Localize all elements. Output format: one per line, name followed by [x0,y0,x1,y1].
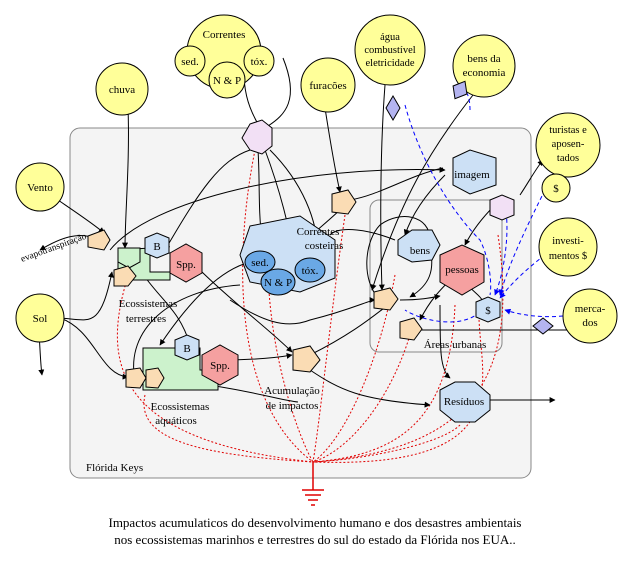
source-mercados-line1: merca- [575,303,606,315]
impact-accumulation-label-line1: Acumulação [264,385,320,397]
exchange-diamond-mercados [532,317,554,335]
source-np-top-label: N & P [213,75,241,87]
aquatic-biomass-label: B [183,343,190,355]
source-turistas: turistas e aposen- tados [535,112,601,178]
source-mercados: merca- dos [562,288,618,344]
system-label: Flórida Keys [86,462,143,474]
sed-mid-label: sed. [251,257,269,269]
source-chuva-label: chuva [109,84,135,96]
hurricane-interaction [331,189,357,215]
terrestrial-biomass-label: B [153,241,160,253]
urban-money-label: $ [485,305,491,317]
source-bens-economia-line1: bens da [467,53,500,65]
source-investimentos-line2: mentos $ [549,251,587,262]
source-furacoes: furacões [300,57,356,113]
source-dinheiro-label: $ [553,183,559,195]
impact-accumulation-label-line2: de impactos [266,400,319,412]
imagem-hexagon [452,149,497,195]
urban-areas: imagem bens pessoas $ Áreas urbanas [373,149,515,351]
source-sol-label: Sol [33,313,48,325]
source-bens-economia: bens da economia [452,34,516,98]
terrestrial-ecosystem: B Spp. Ecossistemas terrestres [113,232,203,325]
residuos-hexagon [439,381,491,423]
source-turistas-line1: turistas e [549,125,587,136]
aquatic-species-hexagon [201,344,239,386]
terrestrial-ecosystem-label-line1: Ecossistemas [119,298,178,310]
source-mercados-line2: dos [582,317,597,329]
aquatic-interaction-2 [145,367,165,389]
source-turistas-line2: aposen- [552,139,585,150]
exchange-diamond-bens [452,80,468,100]
pessoas-hexagon [439,244,485,296]
source-furacoes-label: furacões [309,80,346,92]
residuos-label: Resíduos [444,396,484,408]
exchange-diamond-agua [385,95,401,121]
terrestrial-species-label: Spp. [176,259,196,271]
source-agua-line1: água [380,32,400,43]
bens-hexagon [397,229,441,263]
sed-mid-circle [244,250,276,274]
aquatic-biomass-hexagon [174,334,200,361]
urban-interaction-2 [399,317,423,341]
aquatic-ecosystem-label-line2: aquáticos [155,415,197,427]
source-sol: Sol [15,293,65,343]
source-agua-line2: combustível [364,45,415,56]
impact-accumulation-interaction [292,345,321,373]
source-vento-label: Vento [27,182,53,194]
coastal-currents-label-line1: Correntes [297,226,340,238]
imagem-label: imagem [454,169,490,181]
heat-sink-icon [302,462,324,506]
source-agua-line3: eletricidade [366,58,415,69]
stress-hexagon-top [241,119,273,155]
source-sed-top-label: sed. [181,56,199,68]
source-investimentos-line1: investi- [552,236,584,247]
aquatic-ecosystem: B Spp. Ecossistemas aquáticos [125,334,239,427]
aquatic-interaction-1 [125,367,147,389]
source-tox-top: tóx. [243,45,275,77]
source-correntes-label: Correntes [203,29,246,41]
coastal-currents-label-line2: costeiras [305,240,343,252]
stress-hexagon-urban [489,194,515,221]
source-investimentos: investi- mentos $ [538,217,598,277]
urban-interaction-1 [373,287,399,311]
np-mid-label: N & P [264,277,292,289]
source-vento: Vento [15,162,65,212]
pessoas-label: pessoas [445,264,479,276]
tox-mid-circle [294,257,326,283]
source-agua: água combustível eletricidade [354,14,426,86]
terrestrial-biomass-hexagon [144,232,170,259]
terrestrial-interaction [113,265,137,287]
source-dinheiro: $ [541,173,571,203]
caption-line-1: Impactos acumulaticos do desenvolvimento… [108,515,522,530]
source-tox-top-label: tóx. [251,56,268,68]
terrestrial-species-hexagon [169,243,203,283]
aquatic-species-label: Spp. [210,360,230,372]
evapotranspiration-interaction [87,229,111,251]
source-turistas-line3: tados [557,153,579,164]
source-sed-top: sed. [174,45,206,77]
tox-mid-label: tóx. [302,265,319,277]
coastal-currents: Correntes costeiras sed. N & P tóx. [239,215,343,296]
caption-line-2: nos ecossistemas marinhos e terrestres d… [114,532,516,547]
aquatic-ecosystem-label-line1: Ecossistemas [151,401,210,413]
bens-label: bens [410,245,430,257]
urban-money-hexagon [475,296,501,323]
np-mid-circle [260,268,296,296]
figure-caption: Impactos acumulaticos do desenvolvimento… [20,514,610,548]
urban-areas-label: Áreas urbanas [424,339,487,351]
terrestrial-ecosystem-label-line2: terrestres [126,313,166,325]
source-chuva: chuva [95,62,149,116]
source-np-top: N & P [208,61,246,99]
source-bens-economia-line2: economia [463,67,506,79]
